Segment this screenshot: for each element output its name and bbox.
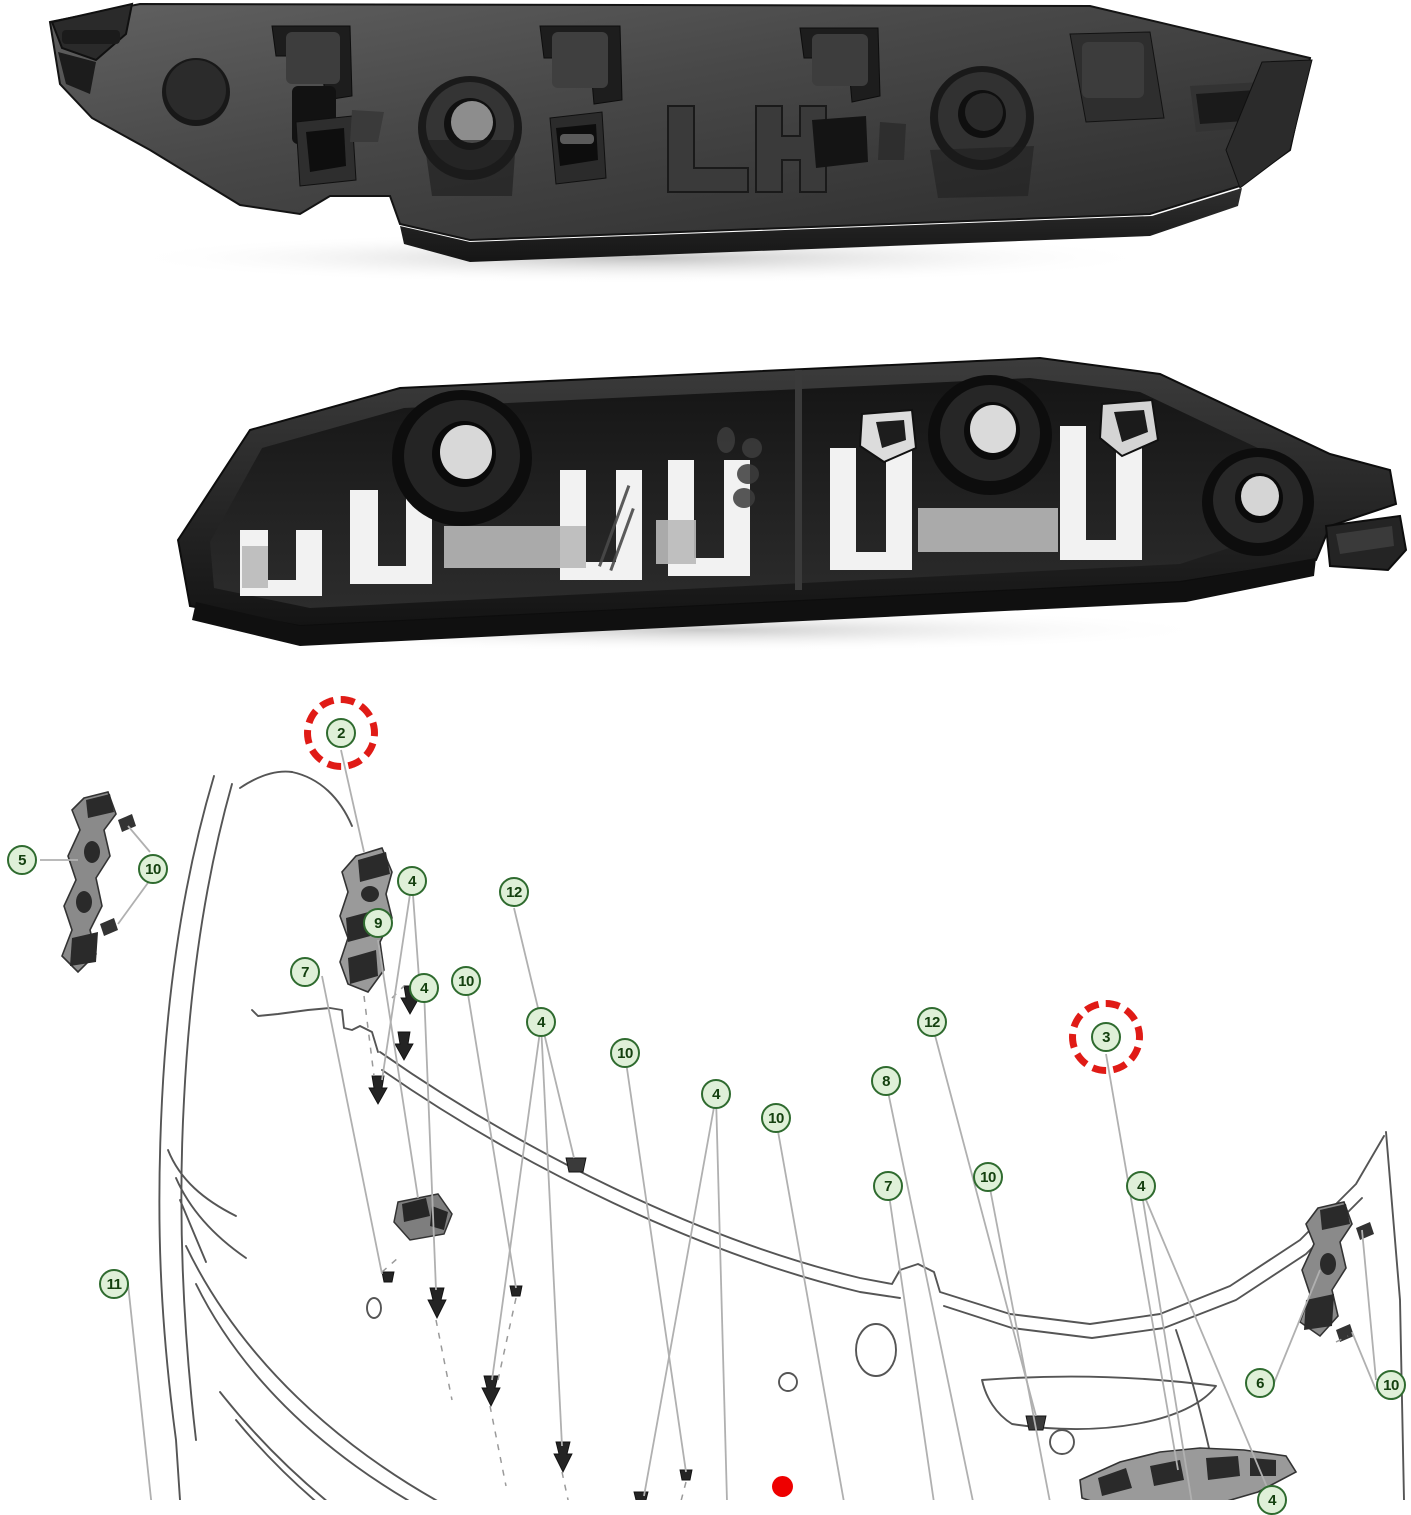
callout-marker-9: 9 xyxy=(363,908,393,938)
exploded-parts-diagram xyxy=(0,680,1411,1500)
callout-marker-6: 6 xyxy=(1245,1368,1275,1398)
product-photo-reverse-view xyxy=(0,330,1411,670)
callout-marker-4: 4 xyxy=(701,1079,731,1109)
callout-marker-5: 5 xyxy=(7,845,37,875)
callout-marker-4: 4 xyxy=(409,973,439,1003)
product-photo-front-view xyxy=(0,0,1411,300)
callout-marker-4: 4 xyxy=(397,866,427,896)
callout-marker-3: 3 xyxy=(1091,1022,1121,1052)
callout-marker-10: 10 xyxy=(610,1038,640,1068)
callout-marker-10: 10 xyxy=(973,1162,1003,1192)
callout-marker-10: 10 xyxy=(761,1103,791,1133)
callout-marker-2: 2 xyxy=(326,718,356,748)
callout-marker-10: 10 xyxy=(138,854,168,884)
highlight-ring-2 xyxy=(304,696,378,770)
callout-marker-11: 11 xyxy=(99,1269,129,1299)
callout-marker-7: 7 xyxy=(873,1171,903,1201)
callout-marker-10: 10 xyxy=(451,966,481,996)
callout-marker-4: 4 xyxy=(1126,1171,1156,1201)
callout-marker-10: 10 xyxy=(1376,1370,1406,1400)
highlight-ring-3 xyxy=(1069,1000,1143,1074)
callout-marker-7: 7 xyxy=(290,957,320,987)
callout-marker-12: 12 xyxy=(499,877,529,907)
callout-marker-4: 4 xyxy=(1257,1485,1287,1515)
red-position-dot xyxy=(772,1476,793,1497)
callout-marker-8: 8 xyxy=(871,1066,901,1096)
callout-marker-4: 4 xyxy=(526,1007,556,1037)
callout-marker-12: 12 xyxy=(917,1007,947,1037)
